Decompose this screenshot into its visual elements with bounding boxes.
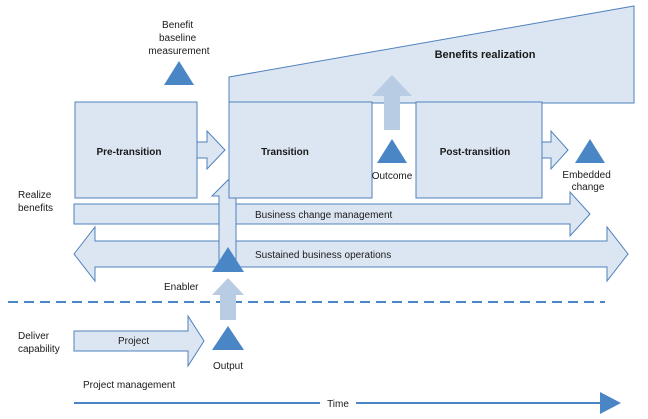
transition-box [228,101,373,199]
pre-transition-box [74,101,198,199]
benefits-realization-label: Benefits realization [435,49,536,61]
output-label: Output [213,361,243,372]
post-transition-label: Post-transition [440,147,511,158]
embedded-change-label: Embedded change [562,170,613,193]
benefit-baseline-triangle [164,61,194,85]
sustained-business-operations-label: Sustained business operations [255,250,391,261]
embedded-change-triangle [575,139,605,163]
output-triangle [212,326,244,350]
project-management-label: Project management [83,380,175,391]
project-arrow [73,314,205,368]
enabler-label: Enabler [164,282,199,293]
business-change-management-arrow [73,190,591,238]
project-label: Project [118,336,149,347]
deliver-capability-label: Deliver capability [18,331,60,355]
time-label: Time [327,399,349,410]
post-transition-arrow [541,129,569,171]
sustained-business-operations-arrow [73,225,629,283]
outcome-label: Outcome [372,171,413,182]
time-axis-arrowhead [600,392,621,414]
outcome-triangle [377,139,407,163]
enabler-triangle [212,247,244,272]
benefits-realization-wedge [228,5,635,104]
transition-label: Transition [261,147,309,158]
realize-benefits-label: Realize benefits [18,190,54,214]
pre-to-transition-arrow [196,129,226,171]
business-change-management-label: Business change management [255,210,393,221]
benefit-baseline-label: Benefit baseline measurement [148,20,209,57]
pre-transition-label: Pre-transition [96,147,161,158]
output-up-arrow [212,278,244,320]
outcome-up-arrow [372,75,412,130]
